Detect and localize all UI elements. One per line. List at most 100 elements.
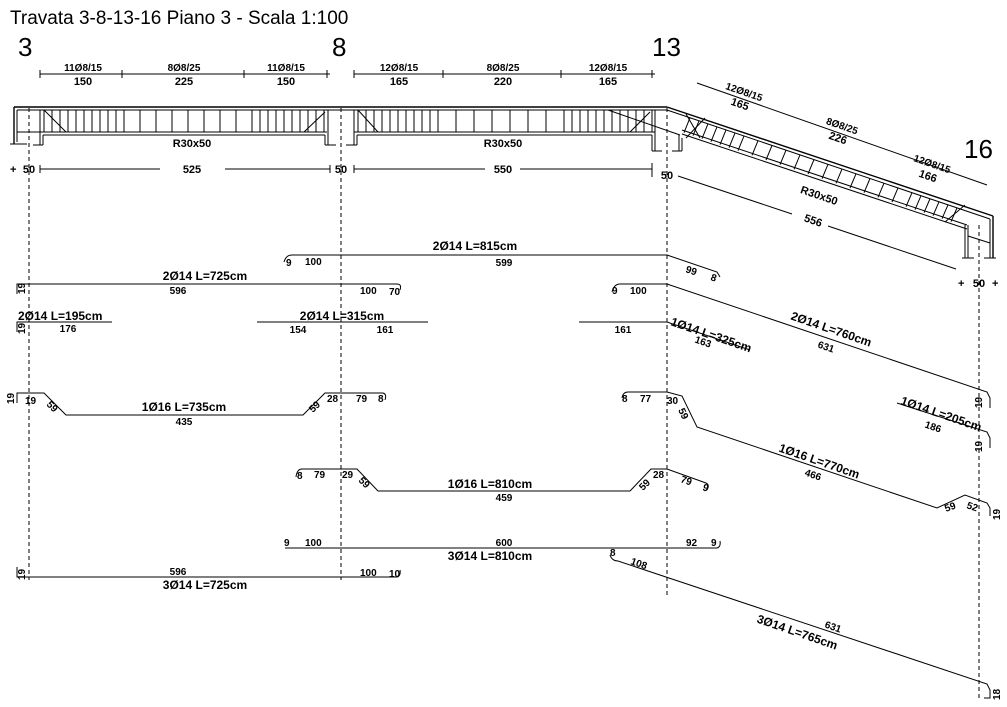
stirrup-line [719, 129, 727, 145]
section-label: R30x50 [173, 138, 212, 150]
rebar-segment: 29 [342, 470, 354, 481]
rebar-segment: 108 [629, 556, 649, 572]
rebar-hook: 9 [284, 538, 290, 549]
rebar-segment: 59 [307, 399, 323, 415]
rebar-label: 2Ø14 L=725cm [163, 269, 247, 283]
stirrup-spec: 8Ø8/25 [487, 63, 520, 74]
rebar-length: 435 [176, 417, 193, 428]
rebar-hook: 9 [711, 538, 717, 549]
rebar-2d14-195: 2Ø14 L=195cm 19 176 [16, 309, 112, 335]
section-label: R30x50 [484, 138, 523, 150]
plus-mark: + [958, 278, 964, 290]
section-label: R30x50 [799, 184, 839, 208]
rebar-segment: 100 [305, 257, 322, 268]
stirrup-line [701, 123, 709, 139]
stirrup-len: 165 [390, 76, 408, 88]
rebar-3d14-810: 9 100 600 3Ø14 L=810cm 92 9 [284, 538, 721, 563]
span-dim: 556 [802, 213, 823, 230]
stirrup-line [807, 159, 815, 175]
rebar-segment: 59 [637, 477, 653, 493]
rebar-label: 2Ø14 L=315cm [300, 309, 384, 323]
rebar-hook: 8 [610, 548, 616, 559]
stirrup-dims-span1: 11Ø8/15 150 8Ø8/25 225 11Ø8/15 150 [39, 63, 330, 88]
stirrup-len: 165 [729, 96, 750, 113]
stirrup-line [692, 120, 700, 136]
stirrup-lines [43, 110, 653, 132]
stirrup-line [849, 173, 857, 189]
rebar-segment: 154 [290, 325, 307, 336]
rebar-label: 1Ø16 L=810cm [448, 477, 532, 491]
rebar-segment: 100 [360, 286, 377, 297]
support-dim: 50 [23, 164, 35, 176]
support-dim: 50 [973, 278, 985, 290]
rebar-segment: 99 [684, 264, 699, 278]
stirrup-line [683, 117, 691, 133]
rebar-segment: 19 [25, 396, 37, 407]
stirrup-line [941, 204, 949, 219]
rebar-hook: 8 [297, 471, 303, 482]
rebar-hook: 19 [974, 440, 985, 452]
rebar-2d14-760: 9 100 2Ø14 L=760cm 631 19 [611, 283, 991, 408]
rebar-hook: 19 [17, 282, 28, 294]
stirrup-line [950, 207, 958, 222]
rebar-1d16-735: 1Ø16 L=735cm 435 19 19 59 59 28 79 8 [6, 392, 387, 428]
rebar-segment: 79 [679, 474, 694, 488]
stirrup-line [923, 198, 931, 213]
stirrup-spec: 8Ø8/25 [168, 63, 201, 74]
stirrup-line [891, 187, 899, 203]
rebar-label: 1Ø16 L=735cm [142, 400, 226, 414]
rebar-hook: 19 [17, 322, 28, 334]
rebar-length: 186 [923, 420, 943, 436]
rebar-1d16-770: 8 77 30 59 1Ø16 L=770cm 466 59 52 19 [621, 391, 1003, 520]
rebar-1d14-325: 161 1Ø14 L=325cm 163 [579, 315, 753, 355]
rebar-hook: 19 [17, 568, 28, 580]
rebar-3d14-765: 8 108 631 3Ø14 L=765cm 18 [609, 548, 1003, 700]
rebar-segment: 30 [667, 396, 679, 407]
rebar-segment: 59 [356, 475, 372, 491]
rebar-label: 2Ø14 L=815cm [433, 239, 517, 253]
stirrup-dims-span2: 12Ø8/15 165 8Ø8/25 220 12Ø8/15 165 [353, 63, 655, 88]
rebar-2d14-315: 2Ø14 L=315cm 154 161 [257, 309, 428, 336]
stirrup-len: 220 [494, 76, 512, 88]
span-dimensions: + 50 525 50 550 50 556 50 + + [10, 163, 998, 290]
stirrup-line [765, 145, 773, 161]
rebar-segment: 161 [615, 325, 632, 336]
rebar-hook: 19 [992, 508, 1003, 520]
rebar-hook: 10 [389, 569, 401, 580]
rebar-1d16-810: 8 79 29 59 1Ø16 L=810cm 459 59 28 79 9 [295, 468, 710, 504]
stirrup-len: 225 [175, 76, 193, 88]
stirrup-spec: 11Ø8/15 [267, 63, 305, 74]
rebar-segment: 100 [305, 538, 322, 549]
stirrup-line [779, 149, 787, 165]
beam-elevation [10, 106, 683, 152]
stirrup-line [728, 132, 736, 148]
rebar-label: 3Ø14 L=765cm [755, 612, 839, 653]
axis-label-8: 8 [332, 32, 346, 62]
span-dim: 550 [494, 164, 512, 176]
rebar-length: 599 [496, 258, 513, 269]
rebar-segment: 59 [675, 407, 690, 422]
rebar-hook: 8 [622, 394, 628, 405]
rebar-length: 459 [496, 493, 513, 504]
rebar-segment: 77 [640, 394, 652, 405]
rebar-hook: 9 [612, 286, 618, 297]
stirrup-len: 150 [277, 76, 295, 88]
rebar-length: 631 [816, 340, 836, 356]
axis-label-16: 16 [964, 134, 993, 164]
stirrup-spec: 12Ø8/15 [380, 63, 419, 74]
support-dim: 50 [335, 164, 347, 176]
rebar-length: 596 [170, 286, 187, 297]
stirrup-line [932, 201, 940, 216]
plus-mark: + [10, 164, 16, 176]
rebar-2d14-815: 2Ø14 L=815cm 599 9 100 99 8 [283, 239, 721, 285]
rebar-segment: 28 [653, 470, 665, 481]
stirrup-line [737, 135, 745, 151]
rebar-hook: 19 [974, 396, 985, 408]
stirrup-line [793, 154, 801, 170]
rebar-hook: 8 [709, 272, 718, 284]
stirrup-len: 166 [917, 168, 938, 185]
rebar-hook: 9 [286, 258, 292, 269]
rebar-length: 176 [60, 324, 77, 335]
span-dim: 525 [183, 164, 201, 176]
stirrup-line [751, 140, 759, 156]
